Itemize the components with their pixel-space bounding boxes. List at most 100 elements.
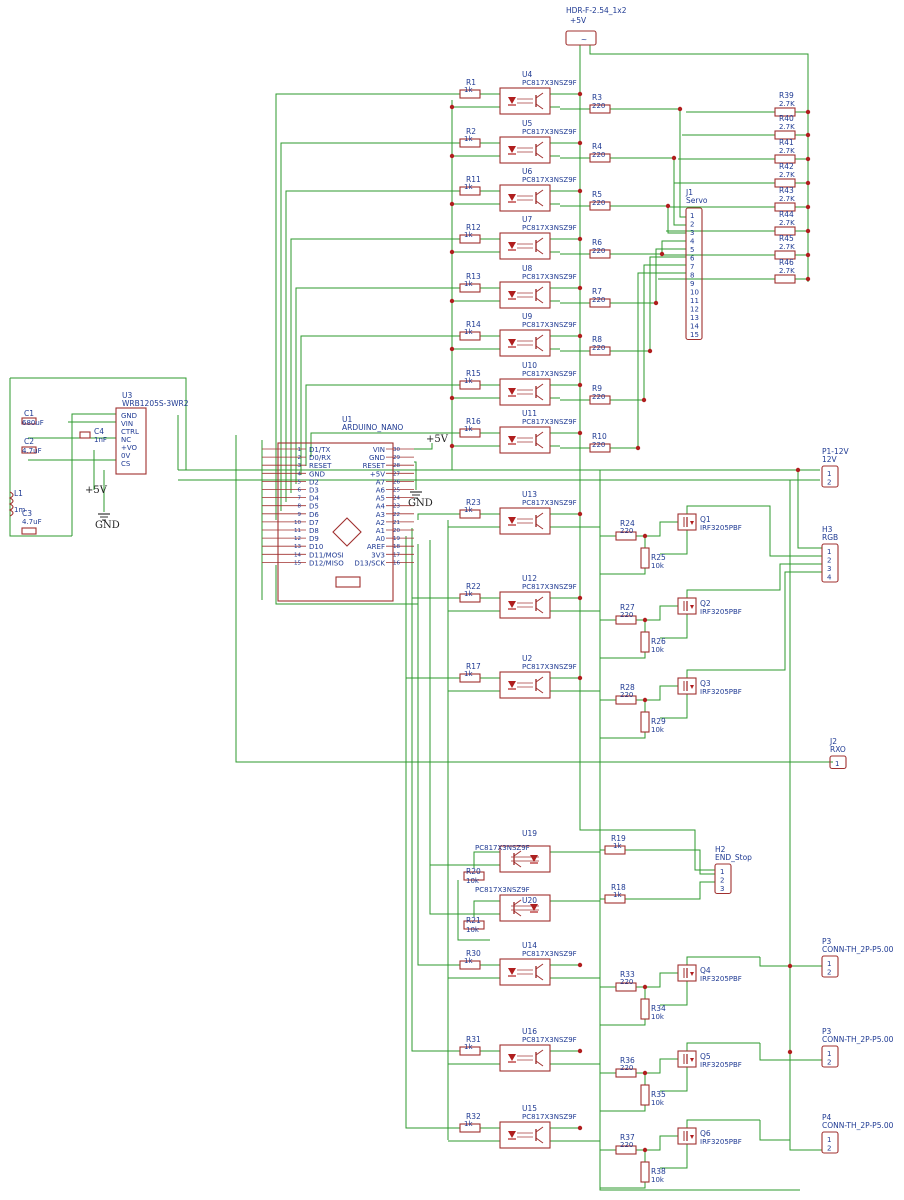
servo-connector-value: Servo — [686, 196, 708, 205]
header-symbol: ~ — [581, 35, 587, 44]
transistor-e — [535, 297, 544, 304]
mosfet-opto-ref: U2 — [522, 654, 532, 663]
nano-left-pin: D0/RX — [309, 454, 331, 462]
pullup-resistor — [774, 250, 796, 260]
endstop-pullup — [463, 920, 485, 930]
nano-gnd-wire — [414, 461, 417, 490]
optocoupler-part: PC817X3NSZ9F — [522, 176, 577, 184]
gate-resistor-ref: R28 — [620, 683, 635, 692]
endstop-led-wire — [550, 849, 605, 853]
transistor-c — [535, 431, 544, 438]
mosfet-input-resistor — [459, 960, 481, 970]
input-resistor-value: 1k — [464, 183, 473, 191]
connector-value: 12V — [822, 455, 838, 464]
connector-ref: P4 — [822, 1113, 832, 1122]
servo-input-wire — [275, 93, 460, 520]
nano-left-pin: D9 — [309, 535, 319, 543]
nano-right-num: 22 — [393, 512, 400, 518]
capacitor-c1 — [21, 417, 37, 425]
connector-pin: 1 — [835, 760, 839, 768]
power-top-wire — [10, 377, 187, 470]
junction-dot — [577, 962, 583, 968]
transistor-e — [513, 910, 522, 917]
dcdc-ref: U3 — [122, 391, 132, 400]
pullup-ref: R46 — [779, 258, 794, 267]
nano-left-num: 14 — [294, 552, 301, 558]
optocoupler-ref: U11 — [522, 409, 537, 418]
drain-wire — [686, 956, 760, 965]
mosfet-input-wire — [405, 536, 460, 679]
gate-wire — [645, 972, 678, 988]
junction-dot — [635, 445, 641, 451]
mosfet-input-wire — [405, 560, 460, 1129]
mosfet-opto-part: PC817X3NSZ9F — [522, 1113, 577, 1121]
connector-value: CONN-TH_2P-P5.00 — [822, 1121, 894, 1130]
output-resistor-value: 220 — [592, 247, 605, 255]
mosfet-ref: Q1 — [700, 515, 711, 524]
pulldown-gnd-wire — [600, 1105, 646, 1112]
mosfet-input-wire — [417, 513, 460, 520]
servo-signal-wire — [610, 157, 686, 226]
nano-right-num: 28 — [393, 463, 400, 469]
endstop-output-resistor — [604, 894, 626, 904]
endstop-nano-wire — [429, 540, 500, 915]
pulldown-value: 10k — [651, 1176, 665, 1184]
servo-input-wire — [280, 142, 460, 511]
junction-dot — [577, 1048, 583, 1054]
optocoupler-ref: U7 — [522, 215, 532, 224]
power-left-wire — [9, 378, 72, 537]
endstop-opto-part: PC817X3NSZ9F — [475, 886, 530, 894]
transistor-e — [535, 394, 544, 401]
pullup-ref: R44 — [779, 210, 794, 219]
output-resistor-ref: R8 — [592, 335, 602, 344]
input-resistor — [459, 331, 481, 341]
dcdc-module — [115, 407, 147, 475]
pulldown-resistor — [640, 998, 650, 1020]
connector-pin: 2 — [827, 969, 831, 977]
plus5-bus-wire — [579, 45, 715, 871]
endstop-pullup-bus — [457, 880, 490, 941]
connector-ref: H2 — [715, 845, 726, 854]
transistor-e — [535, 974, 544, 981]
led-symbol — [508, 291, 516, 298]
drain-wire — [686, 1119, 760, 1128]
transistor-c — [535, 1126, 544, 1133]
input-resistor — [459, 283, 481, 293]
nano-left-num: 9 — [298, 512, 302, 518]
pulldown-value: 10k — [651, 562, 665, 570]
servo-input-wire — [285, 190, 460, 502]
connector-value: CONN-TH_2P-P5.00 — [822, 1035, 894, 1044]
c4-ref: C4 — [94, 427, 104, 436]
mosfet-opto-ref: U13 — [522, 490, 537, 499]
pulldown-resistor — [640, 631, 650, 653]
connector-pin: 1 — [827, 470, 831, 478]
input-resistor — [459, 186, 481, 196]
input-resistor-ref: R11 — [466, 175, 481, 184]
endstop-signal-wire — [625, 849, 715, 875]
mosfet-opto-part: PC817X3NSZ9F — [522, 583, 577, 591]
optocoupler-part: PC817X3NSZ9F — [522, 370, 577, 378]
connector-ref: H3 — [822, 525, 833, 534]
source-wire — [660, 530, 688, 555]
junction-dot — [805, 132, 811, 138]
junction-dot — [577, 140, 583, 146]
plus5-label: +5V — [85, 485, 108, 496]
junction-dot — [449, 104, 455, 110]
body-diode — [690, 1058, 694, 1062]
pulldown-gnd-wire — [600, 652, 646, 659]
mosfet-part: IRF3205PBF — [700, 608, 742, 616]
servo-signal-wire — [610, 108, 686, 218]
nano-5v-wire — [414, 443, 433, 450]
servo-input-wire — [295, 287, 460, 484]
nano-left-num: 10 — [294, 520, 301, 526]
servo-pin-label: 11 — [690, 297, 699, 305]
pulldown-value: 10k — [651, 726, 665, 734]
input-resistor — [459, 138, 481, 148]
nano-right-pin: A5 — [376, 495, 385, 503]
body-diode — [690, 605, 694, 609]
nano-left-pin: D7 — [309, 519, 319, 527]
pullup-value: 2.7K — [779, 219, 795, 227]
nano-right-num: 18 — [393, 544, 400, 550]
servo-pin-label: 15 — [690, 331, 699, 339]
